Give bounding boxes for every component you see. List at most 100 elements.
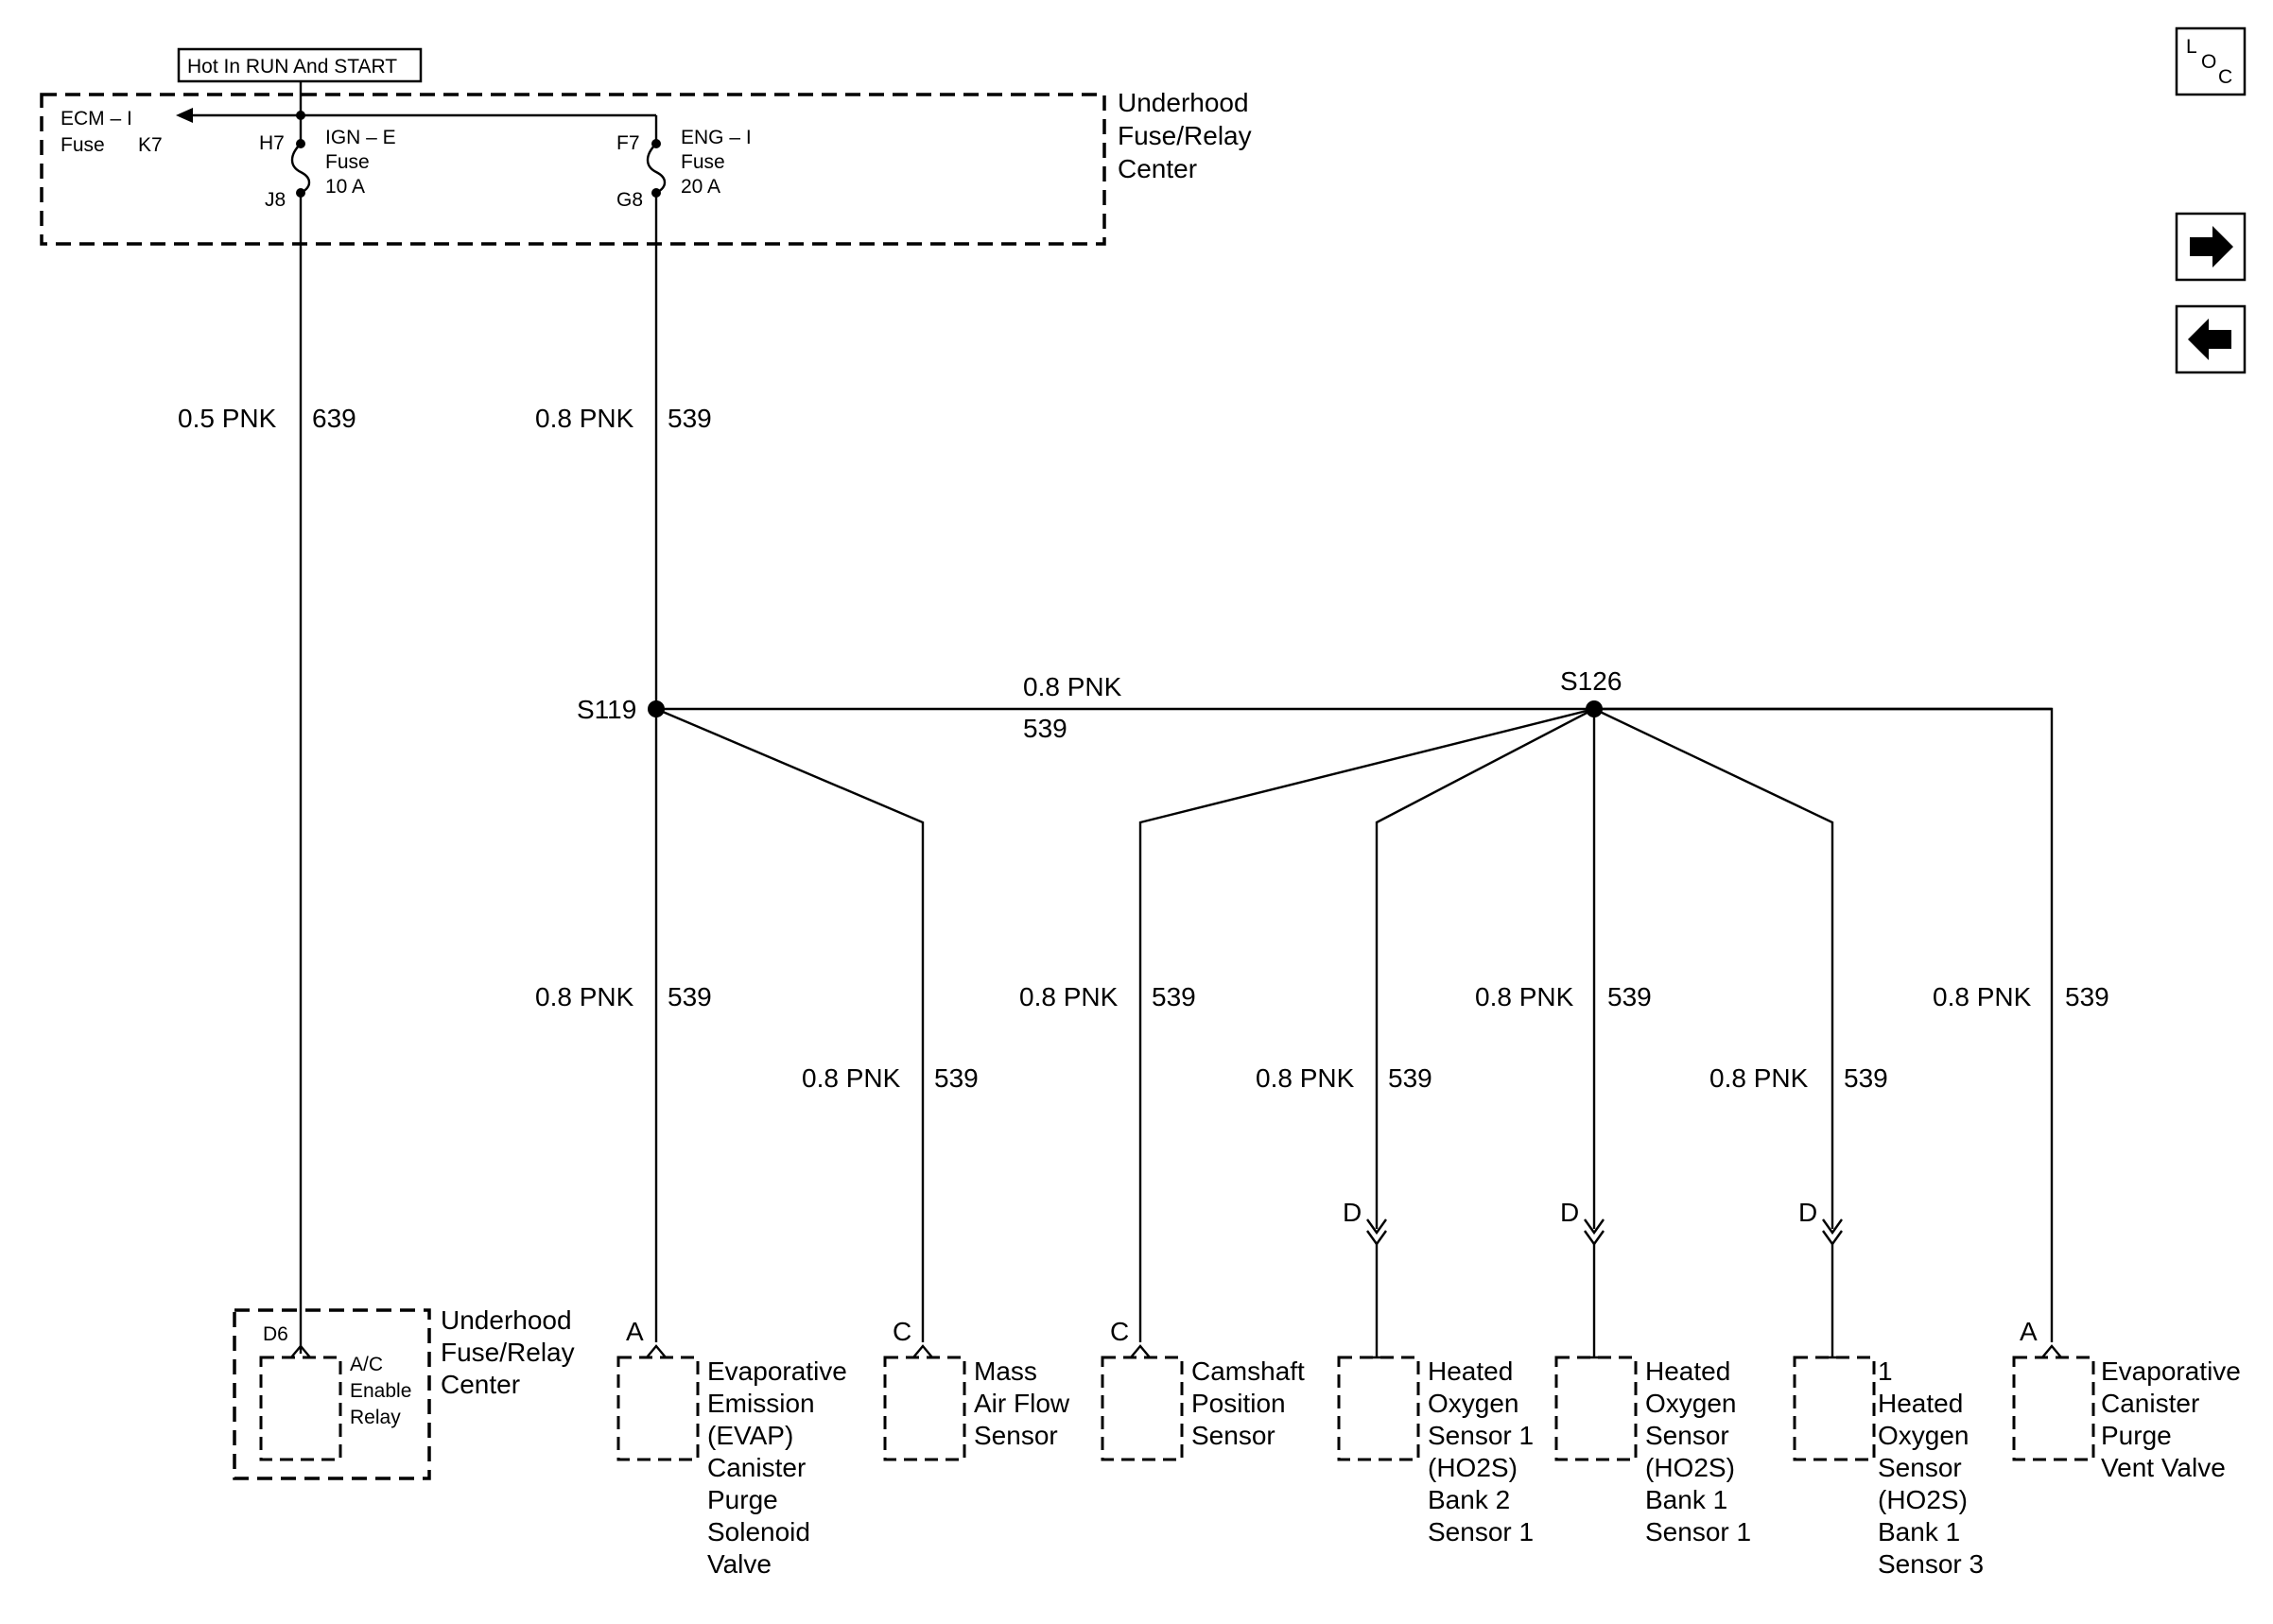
inline-connector-b1s3: D xyxy=(1798,1198,1843,1247)
component-label-line-6: Sensor 1 xyxy=(1428,1517,1534,1546)
relay-pin-icon xyxy=(290,1344,311,1358)
component-label-line-1: Camshaft xyxy=(1191,1356,1305,1386)
component-label-line-5: Bank 2 xyxy=(1428,1485,1510,1514)
wire-539-evap-circuit: 539 xyxy=(668,982,712,1011)
fuse-block-outline xyxy=(40,93,1106,246)
splice-s119-label: S119 xyxy=(577,695,636,724)
wire-539-cmp-circuit: 539 xyxy=(1152,982,1196,1011)
eng-fuse-out-pin: G8 xyxy=(616,189,643,211)
splice-s126-label: S126 xyxy=(1560,666,1622,696)
locator-letter-l: L xyxy=(2186,36,2197,58)
relay-pin: D6 xyxy=(263,1323,288,1345)
wire-539-maf xyxy=(655,707,925,1342)
component-outline xyxy=(1337,1356,1420,1461)
previous-page-button[interactable] xyxy=(2175,304,2247,374)
component-label-line-5: (HO2S) xyxy=(1878,1485,1968,1514)
relay-inner-line-3: Relay xyxy=(350,1407,401,1428)
component-evap-vent-valve: A Evaporative Canister Purge Vent Valve xyxy=(2012,1317,2241,1482)
component-ho2s-bank2-sensor1: Heated Oxygen Sensor 1 (HO2S) Bank 2 Sen… xyxy=(1337,1356,1534,1546)
component-pin: A xyxy=(626,1317,644,1346)
component-label-line-2: Oxygen xyxy=(1645,1389,1737,1418)
fuse-block-title-line-2: Fuse/Relay xyxy=(1118,121,1252,150)
locator-letter-c: C xyxy=(2218,66,2232,88)
relay-inner-line-1: A/C xyxy=(350,1354,383,1375)
ecm-fuse-type: Fuse xyxy=(61,134,105,156)
component-label-line-3: Sensor xyxy=(974,1421,1058,1450)
component-outline xyxy=(616,1356,700,1461)
component-label-line-5: Bank 1 xyxy=(1645,1485,1727,1514)
inline-connector-b1s1: D xyxy=(1560,1198,1605,1247)
connector-chevron-icon xyxy=(1822,1218,1843,1235)
fuse-block-title-line-3: Center xyxy=(1118,154,1197,183)
ecm-fuse-name: ECM – I xyxy=(61,108,132,130)
wire-539-evap-gauge: 0.8 PNK xyxy=(535,982,634,1011)
component-label-line-2: Position xyxy=(1191,1389,1286,1418)
component-label-line-1: Heated xyxy=(1645,1356,1730,1386)
component-label-line-1: Evaporative xyxy=(707,1356,847,1386)
ign-fuse-element-icon xyxy=(290,143,311,195)
component-label-line-6: Sensor 1 xyxy=(1645,1517,1751,1546)
relay-title-line-3: Center xyxy=(441,1370,520,1399)
fuse-block-title-line-1: Underhood xyxy=(1118,88,1249,117)
wire-539-ho2s-b2s1 xyxy=(1375,707,1595,1229)
next-page-button[interactable] xyxy=(2175,212,2247,282)
wire-539-ho2s-b1s1-circuit: 539 xyxy=(1607,982,1652,1011)
wire-539-vent xyxy=(1594,707,2054,1342)
component-pin: C xyxy=(893,1317,911,1346)
wire-539-ho2s-b1s3-gauge: 0.8 PNK xyxy=(1709,1063,1809,1093)
inline-connector-b2s1: D xyxy=(1343,1198,1387,1247)
component-label-line-4: (HO2S) xyxy=(1428,1453,1518,1482)
component-outline xyxy=(1101,1356,1184,1461)
ign-e-fuse: H7 J8 IGN – E Fuse 10 A xyxy=(259,111,396,211)
relay-inner-outline xyxy=(259,1356,342,1461)
component-label-line-2: Canister xyxy=(2101,1389,2199,1418)
component-outline xyxy=(883,1356,966,1461)
component-outline xyxy=(2012,1356,2095,1461)
connector-pin-icon xyxy=(1130,1344,1151,1358)
component-camshaft-position-sensor: C Camshaft Position Sensor xyxy=(1101,1317,1305,1461)
wire-539-bus-circuit: 539 xyxy=(1023,714,1067,743)
component-label-line-3: Sensor xyxy=(1645,1421,1729,1450)
component-pin: C xyxy=(1110,1317,1129,1346)
component-label-line-4: Sensor xyxy=(1878,1453,1962,1482)
component-label-line-2: Emission xyxy=(707,1389,815,1418)
arrow-left-icon xyxy=(2188,319,2231,360)
ac-enable-relay: D6 A/C Enable Relay Underhood Fuse/Relay… xyxy=(233,1305,575,1480)
component-label-line-7: Sensor 3 xyxy=(1878,1549,1984,1579)
relay-title-line-2: Fuse/Relay xyxy=(441,1338,575,1367)
component-label-line-3: (EVAP) xyxy=(707,1421,793,1450)
underhood-fuse-block: Underhood Fuse/Relay Center xyxy=(40,88,1252,246)
ign-fuse-rating: 10 A xyxy=(325,176,365,198)
eng-fuse-name: ENG – I xyxy=(681,127,752,148)
component-label-line-3: Sensor xyxy=(1191,1421,1275,1450)
component-label-line-2: Oxygen xyxy=(1428,1389,1519,1418)
component-label-line-1: Heated xyxy=(1428,1356,1513,1386)
component-label-line-4: Canister xyxy=(707,1453,806,1482)
component-outline xyxy=(1793,1356,1876,1461)
component-label-line-1: 1 xyxy=(1878,1356,1893,1386)
wire-539-maf-gauge: 0.8 PNK xyxy=(802,1063,901,1093)
component-label-line-6: Bank 1 xyxy=(1878,1517,1960,1546)
component-label-line-2: Heated xyxy=(1878,1389,1963,1418)
component-label-line-3: Sensor 1 xyxy=(1428,1421,1534,1450)
component-label-line-5: Purge xyxy=(707,1485,778,1514)
wire-539-vent-circuit: 539 xyxy=(2065,982,2109,1011)
ign-fuse-type: Fuse xyxy=(325,151,370,173)
component-ho2s-bank1-sensor3: 1 Heated Oxygen Sensor (HO2S) Bank 1 Sen… xyxy=(1793,1356,1984,1579)
wire-539-ho2s-b1s3-circuit: 539 xyxy=(1844,1063,1888,1093)
component-label-line-4: Vent Valve xyxy=(2101,1453,2226,1482)
connector-chevron-icon xyxy=(1822,1230,1843,1247)
hot-in-run-start-label: Hot In RUN And START xyxy=(177,47,423,83)
component-pin: A xyxy=(2020,1317,2038,1346)
connector-chevron-icon xyxy=(1584,1230,1605,1247)
component-outline xyxy=(1554,1356,1638,1461)
locator-button[interactable]: L O C xyxy=(2175,26,2247,96)
ign-fuse-in-pin: H7 xyxy=(259,132,285,154)
wire-639-gauge: 0.5 PNK xyxy=(178,404,277,433)
inline-connector-b1s3-pin: D xyxy=(1798,1198,1817,1227)
connector-chevron-icon xyxy=(1366,1218,1387,1235)
locator-button-frame xyxy=(2175,26,2247,96)
wire-539-bus-gauge: 0.8 PNK xyxy=(1023,672,1122,701)
inline-connector-b2s1-pin: D xyxy=(1343,1198,1362,1227)
